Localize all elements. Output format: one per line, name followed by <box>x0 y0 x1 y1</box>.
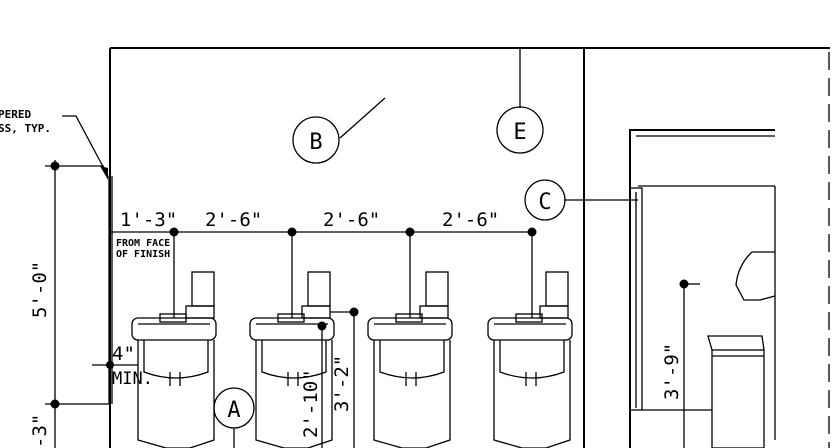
glass-note-line-2: SS, TYP. <box>0 122 51 135</box>
lavatory-4 <box>487 271 573 448</box>
face-note-line-2: OF FINISH <box>116 249 170 260</box>
glass-note-line-1: PERED <box>0 108 31 121</box>
tag-a: A <box>227 398 240 423</box>
dim-min-label: MIN. <box>112 369 153 389</box>
dashed-boundary <box>798 47 830 448</box>
tag-c: C <box>538 190 551 215</box>
face-note-line-1: FROM FACE <box>116 238 170 249</box>
dim-spacing-1: 2'-6" <box>205 209 262 231</box>
tag-a-circle <box>213 387 255 429</box>
dim-height-2-10: 2'-10" <box>300 369 322 438</box>
wall-outline <box>108 47 830 448</box>
dim-left-offset: 1'-3" <box>120 209 177 231</box>
dim-vertical-5-0: 5'-0" <box>29 261 51 318</box>
glass-leader <box>62 115 109 180</box>
tag-e-circle <box>496 106 544 154</box>
tag-leaders <box>233 48 638 448</box>
dim-height-3-9: 3'-9" <box>661 343 683 400</box>
dim-spacing-2: 2'-6" <box>323 209 380 231</box>
tag-c-circle <box>524 179 566 221</box>
dim-spacing-3: 2'-6" <box>442 209 499 231</box>
partition-stall <box>629 129 776 448</box>
dim-height-3-2: 3'-2" <box>331 355 353 412</box>
dim-min-4: 4" <box>112 343 135 365</box>
lavatory-2 <box>249 271 335 448</box>
tag-b: B <box>309 130 322 155</box>
tag-e: E <box>513 120 526 145</box>
lavatory-3 <box>367 271 453 448</box>
dimension-line-vertical-left <box>45 160 138 448</box>
dim-left-bottom: -3" <box>29 414 51 448</box>
height-dimensions <box>317 279 700 448</box>
dimension-line-horizontal <box>110 227 537 318</box>
lavatory-1 <box>131 271 217 448</box>
tag-b-circle <box>292 116 340 164</box>
